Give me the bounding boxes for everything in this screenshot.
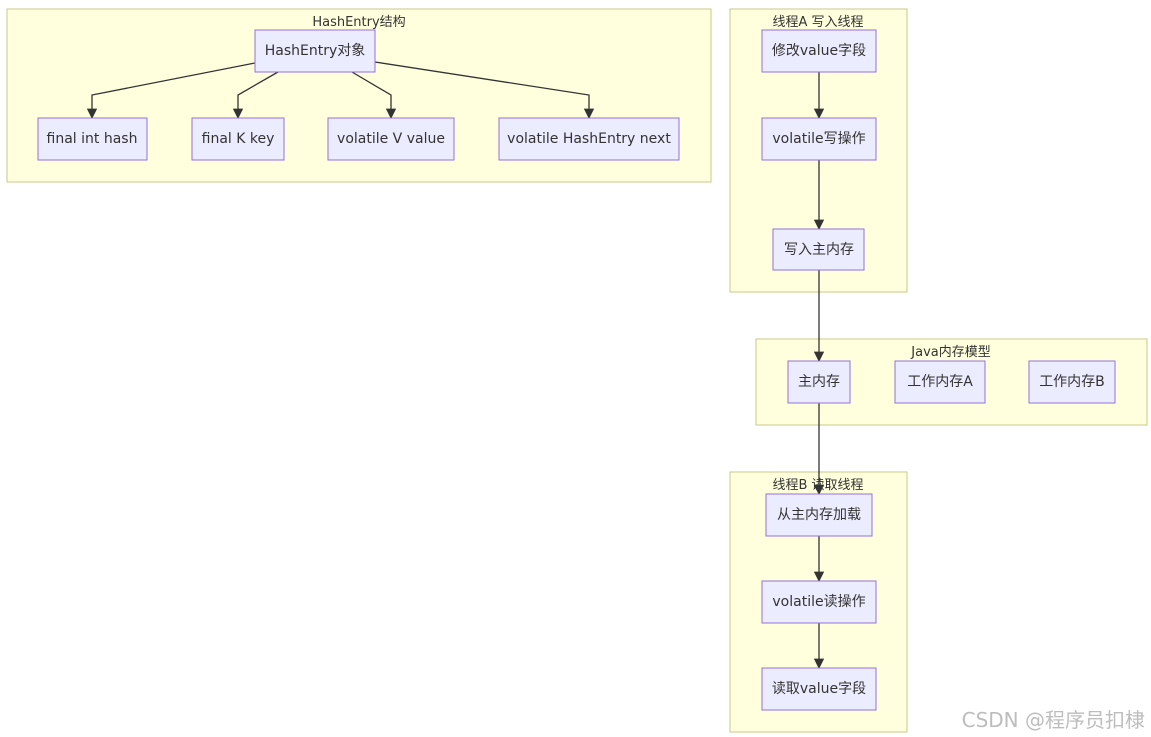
node-field-key-label: final K key: [202, 131, 275, 147]
node-working-memory-b-label: 工作内存B: [1039, 374, 1105, 390]
node-field-hash[interactable]: final int hash: [37, 117, 148, 161]
node-working-memory-a[interactable]: 工作内存A: [894, 360, 986, 404]
node-working-memory-a-label: 工作内存A: [907, 374, 973, 390]
node-load-from-main[interactable]: 从主内存加载: [765, 493, 873, 537]
node-field-next-label: volatile HashEntry next: [507, 131, 671, 147]
subgraph-hashentry-title: HashEntry结构: [312, 15, 405, 30]
node-main-memory[interactable]: 主内存: [787, 360, 851, 404]
node-main-memory-label: 主内存: [798, 374, 840, 390]
node-load-from-main-label: 从主内存加载: [777, 507, 861, 523]
node-write-main-memory[interactable]: 写入主内存: [772, 228, 865, 271]
node-volatile-read-label: volatile读操作: [772, 593, 865, 610]
node-field-next[interactable]: volatile HashEntry next: [498, 117, 680, 161]
node-write-main-memory-label: 写入主内存: [784, 242, 854, 258]
node-working-memory-b[interactable]: 工作内存B: [1028, 360, 1116, 404]
subgraph-thread-a-title: 线程A 写入线程: [772, 15, 863, 30]
node-read-value[interactable]: 读取value字段: [761, 667, 877, 711]
edge-object-to-value: [351, 71, 397, 120]
node-volatile-write[interactable]: volatile写操作: [761, 117, 877, 161]
edge-object-to-hash: [86, 62, 256, 120]
node-modify-value-label: 修改value字段: [772, 43, 866, 59]
node-field-key[interactable]: final K key: [191, 117, 285, 161]
node-hashentry-object[interactable]: HashEntry对象: [254, 29, 376, 73]
node-volatile-read[interactable]: volatile读操作: [761, 580, 877, 624]
edges: [86, 61, 825, 670]
watermark: CSDN @程序员扣棣: [961, 708, 1145, 732]
edge-object-to-key: [232, 71, 279, 120]
subgraph-jmm-title: Java内存模型: [910, 344, 990, 360]
edge-object-to-next: [374, 61, 595, 120]
node-modify-value[interactable]: 修改value字段: [761, 29, 877, 73]
subgraph-thread-b-title: 线程B 读取线程: [772, 478, 863, 493]
node-field-value[interactable]: volatile V value: [327, 117, 455, 161]
node-field-value-label: volatile V value: [337, 131, 445, 147]
node-read-value-label: 读取value字段: [772, 680, 866, 697]
node-volatile-write-label: volatile写操作: [772, 131, 865, 147]
node-hashentry-object-label: HashEntry对象: [265, 43, 366, 59]
node-field-hash-label: final int hash: [47, 131, 138, 147]
